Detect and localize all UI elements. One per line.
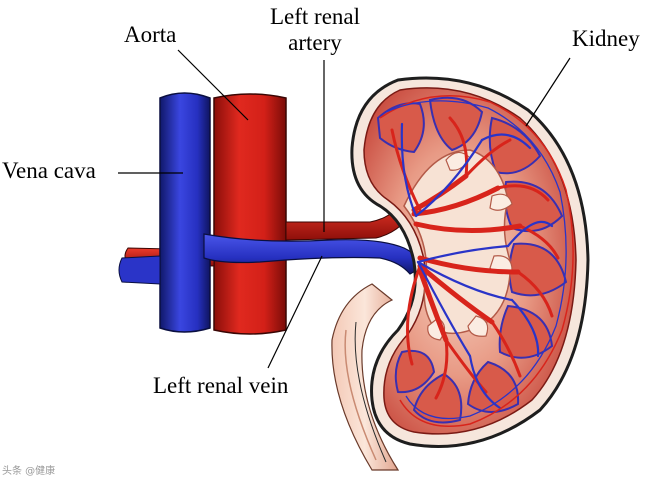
aorta-label: Aorta — [124, 22, 176, 48]
vena-cava-label: Vena cava — [2, 158, 96, 184]
left-renal-vein-label: Left renal vein — [153, 373, 288, 399]
kidney-organ — [352, 78, 588, 446]
kidney-leader-line — [526, 58, 570, 126]
vena-cava-vessel — [119, 93, 210, 332]
kidney-label: Kidney — [572, 26, 640, 52]
watermark: 头条 @健康 — [2, 462, 55, 477]
left-renal-artery-label-line1: Left renal — [255, 4, 375, 30]
left-renal-artery-label-line2: artery — [255, 30, 375, 56]
left-renal-artery-label: Left renal artery — [255, 4, 375, 56]
